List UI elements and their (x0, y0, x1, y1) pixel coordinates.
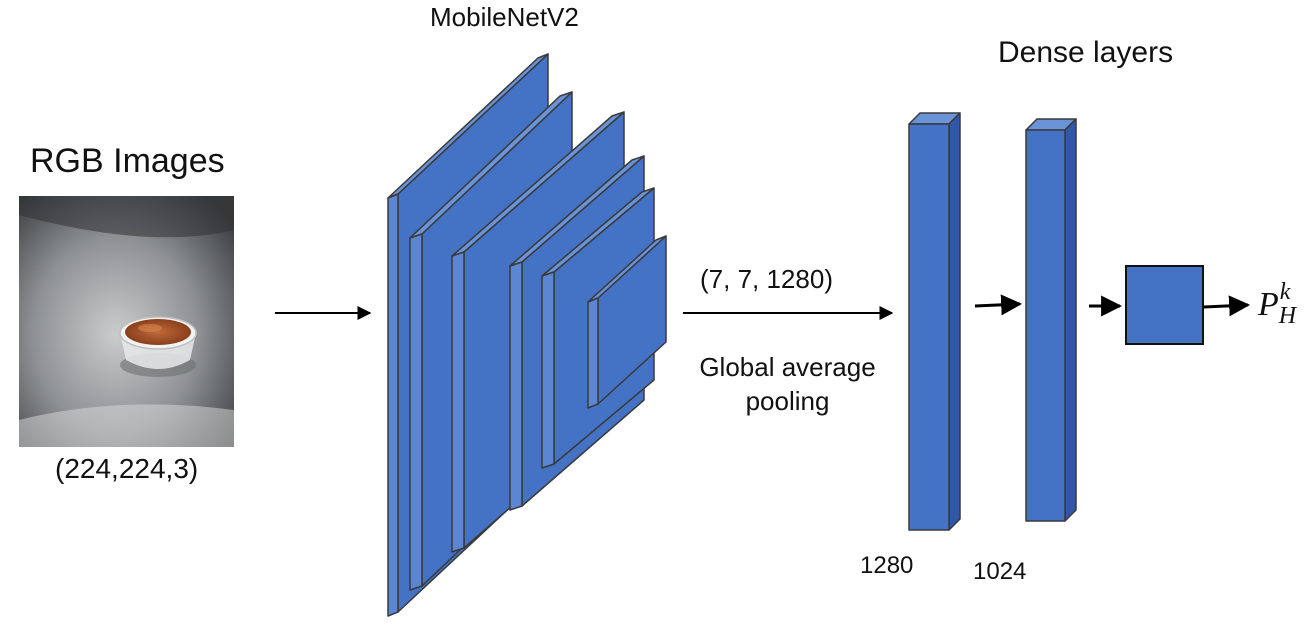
pooling-label-line2: pooling (745, 386, 830, 416)
dense-layer-2-front (1025, 129, 1066, 522)
output-probability-symbol: P k H (1258, 280, 1301, 328)
mobilenet-block-6 (587, 235, 667, 409)
mobilenet-block-4-edge (509, 261, 523, 511)
head-title: Dense layers (998, 36, 1174, 69)
mobilenet-block-1-edge (387, 193, 399, 617)
input-photo (19, 196, 234, 447)
output-symbol-sup: k (1279, 279, 1291, 305)
output-node (1125, 265, 1204, 345)
dense-layer2-units: 1024 (973, 558, 1027, 585)
output-symbol-sub: H (1278, 303, 1297, 329)
mobilenet-blocks (387, 53, 667, 617)
arrow-dense1-to-dense2 (974, 294, 1023, 316)
input-shape-label: (224,224,3) (55, 453, 199, 484)
dense-layer-1-front (908, 123, 950, 531)
dense-layer-2 (1025, 118, 1077, 522)
backbone-title: MobileNetV2 (430, 2, 579, 32)
pooling-label: Global average pooling (665, 350, 910, 418)
dense-layer-1-side (948, 112, 961, 531)
input-title: RGB Images (30, 142, 225, 180)
dense-layer1-units: 1280 (860, 552, 914, 579)
sample-bowl (119, 316, 197, 377)
pooling-label-line1: Global average (699, 352, 876, 382)
mobilenet-block-5-edge (541, 271, 555, 469)
dense-layer-1 (908, 112, 961, 531)
mobilenet-block-3-edge (451, 251, 465, 553)
dense-layer-blocks (908, 112, 1077, 531)
arrow-output-to-probability (1203, 295, 1251, 317)
mobilenet-block-2-edge (409, 233, 423, 591)
mobilenet-block-6-edge (587, 297, 599, 409)
backbone-output-shape: (7, 7, 1280) (700, 264, 833, 294)
output-symbol-base: P (1258, 286, 1279, 323)
dense-layer-2-side (1064, 118, 1077, 522)
